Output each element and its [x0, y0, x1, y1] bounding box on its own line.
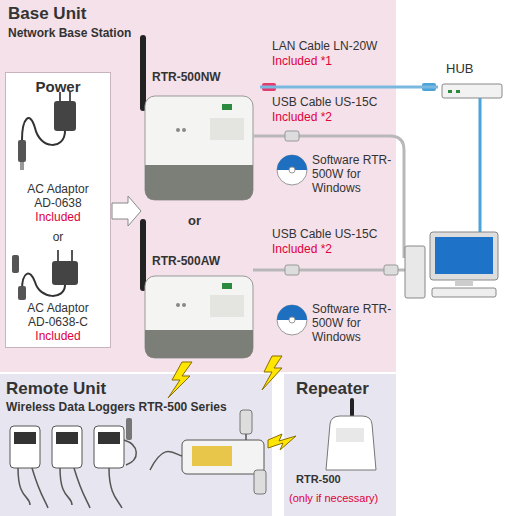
- data-logger: [10, 426, 48, 508]
- base-panel: [0, 0, 396, 372]
- part-name: AC Adaptor AD-0638: [19, 183, 97, 211]
- data-logger: [94, 418, 136, 508]
- power-box: [6, 73, 111, 348]
- ac-adaptor: [12, 250, 78, 300]
- pc-icon: [405, 232, 498, 298]
- panel-subtitle: Wireless Data Loggers RTR-500 Series: [6, 401, 227, 415]
- panel-title: Base Unit: [8, 4, 86, 24]
- usb-plug: [285, 265, 299, 275]
- base-station: RTR-500NW: [140, 68, 260, 206]
- or-text: or: [188, 214, 201, 229]
- power-box: PowerAC Adaptor AD-0638IncludedorAC Adap…: [5, 72, 114, 348]
- device-label: RTR-500AW: [152, 255, 220, 269]
- lan-plug: [422, 83, 436, 91]
- remote-panel: [0, 374, 272, 516]
- device-label: RTR-500NW: [152, 71, 221, 85]
- data-logger: [52, 426, 90, 508]
- included-note: Included: [5, 211, 111, 225]
- base-station: [143, 222, 253, 358]
- repeater-device: [326, 400, 376, 470]
- included-note: Included *1: [272, 55, 332, 69]
- repeater-panel: RepeaterRTR-500 (only if necessary): [284, 374, 396, 516]
- repeater-panel: [284, 374, 396, 516]
- lan-cable: [260, 86, 438, 89]
- device-label: HUB: [446, 62, 473, 77]
- cable-name: LAN Cable LN-20W: [272, 40, 377, 54]
- hub-icon: [442, 84, 502, 98]
- cable-name: USB Cable US-15C: [272, 96, 377, 110]
- lan-plug: [262, 83, 276, 91]
- or-text: or: [5, 231, 111, 245]
- usb-plug: [285, 131, 299, 141]
- usb-cable: [253, 136, 404, 258]
- included-note: Included: [5, 330, 111, 344]
- hub: HUB: [438, 60, 506, 106]
- ac-adaptor: [18, 92, 76, 170]
- repeater-device: RTR-500 (only if necessary): [286, 400, 394, 514]
- power-arrow: [112, 196, 141, 226]
- panel-title: Remote Unit: [6, 379, 106, 399]
- box-title: Power: [5, 78, 111, 95]
- base-station: [143, 38, 253, 200]
- device-label: RTR-500: [296, 473, 341, 486]
- software-name: Software RTR-500W for Windows: [312, 303, 394, 344]
- software-name: Software RTR-500W for Windows: [312, 154, 394, 195]
- base-station: RTR-500AW: [140, 250, 260, 362]
- included-note: Included *2: [272, 111, 332, 125]
- panel-title: Repeater: [296, 379, 369, 399]
- remote-unit-panel: Remote UnitWireless Data Loggers RTR-500…: [0, 374, 272, 516]
- included-note: Included *2: [272, 243, 332, 257]
- software-cd: [277, 305, 307, 335]
- usb-cable: [253, 269, 405, 272]
- panel-subtitle: Network Base Station: [8, 27, 131, 41]
- software-cd: [277, 155, 307, 185]
- data-logger: [150, 410, 266, 494]
- usb-plug: [384, 265, 398, 275]
- note-text: (only if necessary): [289, 492, 378, 505]
- part-name: AC Adaptor AD-0638-C: [17, 302, 99, 330]
- cable-name: USB Cable US-15C: [272, 228, 377, 242]
- lan-cable: [479, 98, 482, 232]
